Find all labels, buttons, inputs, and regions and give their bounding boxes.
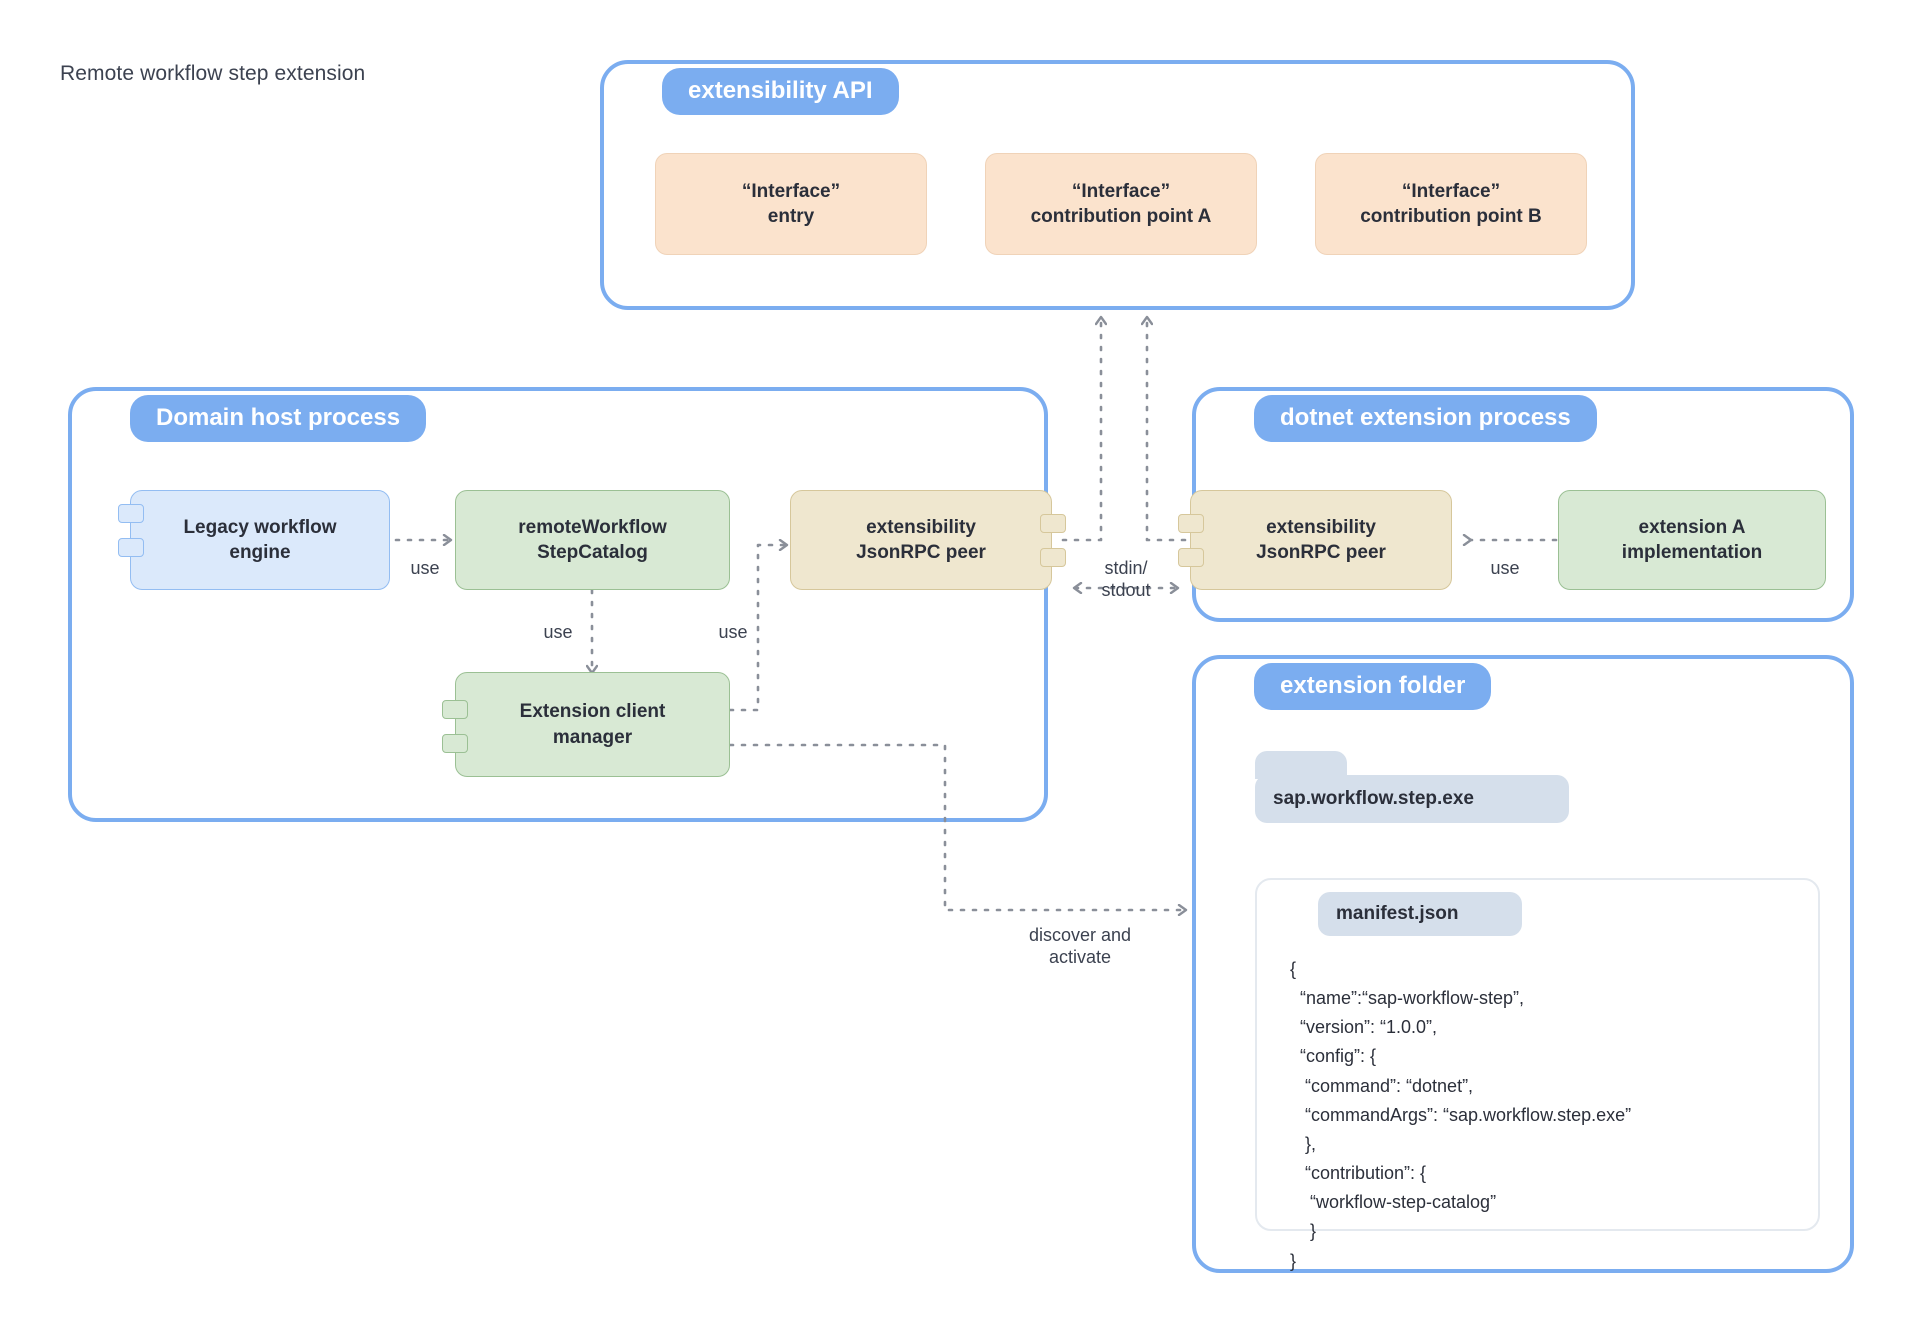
extension-client-manager-box[interactable]: Extension client manager — [455, 672, 730, 777]
extension-a-line1: extension A — [1638, 516, 1746, 538]
extension-a-line2: implementation — [1621, 542, 1763, 563]
group-label-domain-host-process: Domain host process — [130, 395, 427, 443]
interface-a-line2: contribution point A — [1030, 206, 1212, 227]
legacy-engine-port-top — [118, 504, 144, 523]
group-label-dotnet-extension-process: dotnet extension process — [1254, 395, 1597, 443]
interface-box-entry[interactable]: “Interface” entry — [655, 153, 927, 255]
peer-ext-port-bottom — [1178, 548, 1204, 567]
extension-a-implementation-box[interactable]: extension A implementation — [1558, 490, 1826, 590]
remote-workflow-step-catalog-box[interactable]: remoteWorkflow StepCatalog — [455, 490, 730, 590]
peer-host-port-top — [1040, 514, 1066, 533]
peer-host-port-bottom — [1040, 548, 1066, 567]
extensibility-jsonrpc-peer-ext-box[interactable]: extensibility JsonRPC peer — [1190, 490, 1452, 590]
legacy-workflow-engine-box[interactable]: Legacy workflow engine — [130, 490, 390, 590]
page-title: Remote workflow step extension — [60, 62, 366, 85]
extension-client-manager-port-bottom — [442, 734, 468, 753]
peer-host-line1: extensibility — [866, 516, 976, 538]
extensibility-jsonrpc-peer-host-box[interactable]: extensibility JsonRPC peer — [790, 490, 1052, 590]
extension-client-manager-port-top — [442, 700, 468, 719]
legacy-engine-port-bottom — [118, 538, 144, 557]
label-stdin-stdout: stdin/ stdout — [1101, 558, 1151, 600]
peer-ext-port-top — [1178, 514, 1204, 533]
label-discover-and-activate: discover and activate — [1028, 925, 1132, 967]
step-catalog-line2: StepCatalog — [537, 542, 648, 563]
manifest-title-chip[interactable]: manifest.json — [1318, 892, 1522, 936]
interface-b-line2: contribution point B — [1360, 206, 1542, 227]
exe-file-chip[interactable]: sap.workflow.step.exe — [1255, 775, 1569, 823]
label-use-engine-to-catalog: use — [410, 558, 440, 578]
label-use-extension-a-to-peer: use — [1490, 558, 1520, 578]
manifest-card — [1255, 878, 1820, 1231]
interface-entry-line2: entry — [767, 206, 815, 227]
client-manager-line2: manager — [552, 726, 633, 748]
peer-ext-line2: JsonRPC peer — [1256, 542, 1386, 563]
interface-entry-line1: “Interface” — [741, 180, 841, 202]
group-label-extensibility-api: extensibility API — [662, 68, 899, 116]
client-manager-line1: Extension client — [519, 701, 666, 723]
interface-a-line1: “Interface” — [1071, 180, 1171, 202]
label-use-catalog-to-manager: use — [543, 622, 573, 642]
legacy-engine-line2: engine — [229, 542, 291, 563]
peer-host-line2: JsonRPC peer — [856, 542, 986, 563]
legacy-engine-line1: Legacy workflow — [183, 516, 337, 538]
manifest-json-body: { “name”:“sap-workflow-step”, “version”:… — [1290, 959, 1632, 1271]
label-use-manager-to-peer: use — [718, 622, 748, 642]
exe-file-tab — [1255, 751, 1347, 779]
interface-box-contribution-point-a[interactable]: “Interface” contribution point A — [985, 153, 1257, 255]
group-label-extension-folder: extension folder — [1254, 663, 1492, 711]
step-catalog-line1: remoteWorkflow — [518, 516, 667, 538]
interface-b-line1: “Interface” — [1401, 180, 1501, 202]
peer-ext-line1: extensibility — [1266, 516, 1376, 538]
interface-box-contribution-point-b[interactable]: “Interface” contribution point B — [1315, 153, 1587, 255]
